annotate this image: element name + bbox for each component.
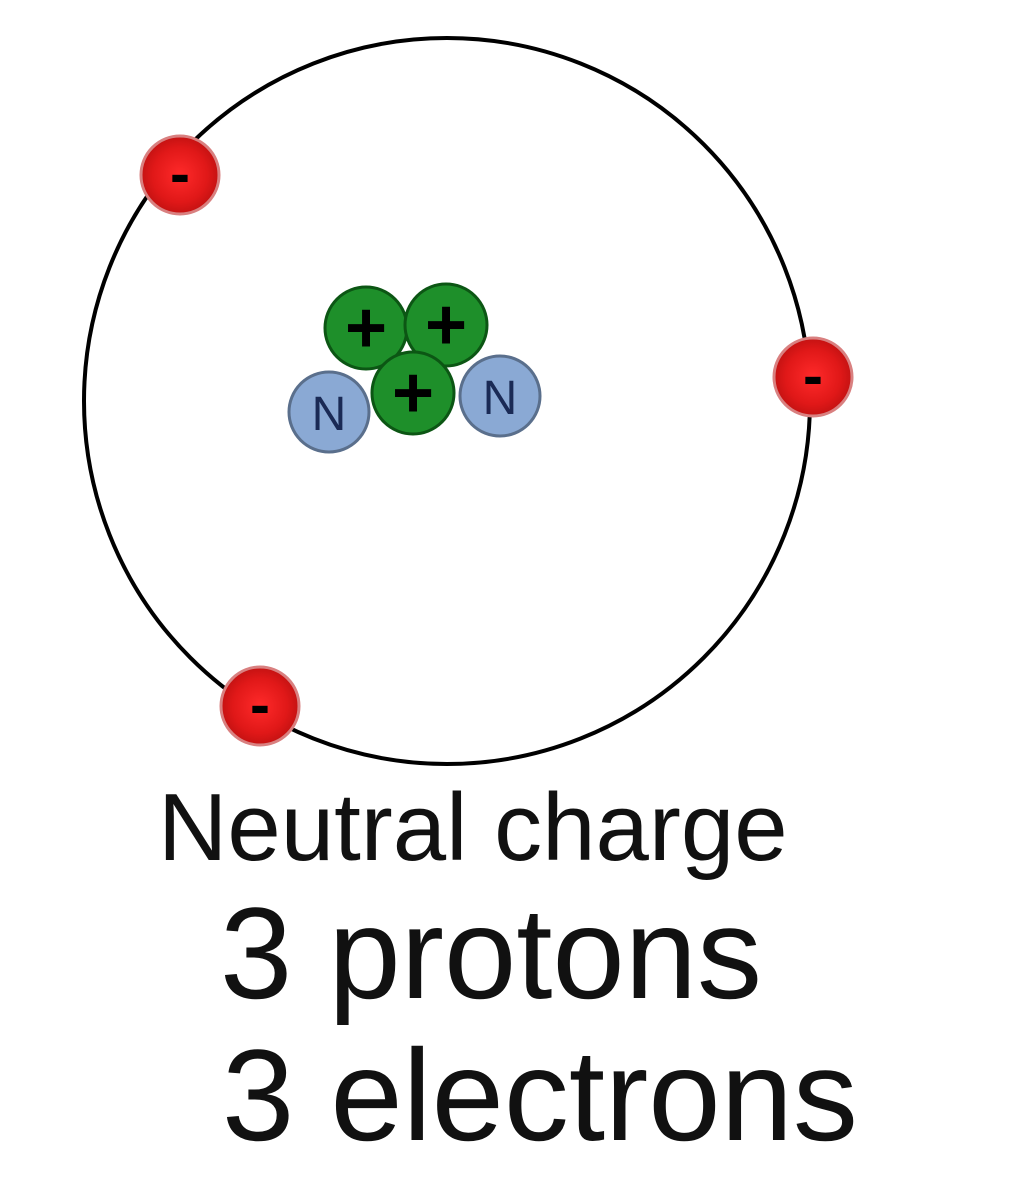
electron-label: - bbox=[250, 671, 270, 738]
neutron-left: N bbox=[287, 370, 371, 454]
proton-bottom: + bbox=[370, 350, 456, 436]
proton-label: + bbox=[345, 288, 387, 368]
electron-right: - bbox=[772, 336, 854, 418]
neutron-label: N bbox=[312, 388, 347, 441]
neutron-label: N bbox=[483, 372, 518, 425]
caption-title: Neutral charge bbox=[158, 774, 788, 881]
caption-protons: 3 protons bbox=[220, 880, 763, 1026]
proton-label: + bbox=[392, 353, 434, 433]
neutron-right: N bbox=[458, 354, 542, 438]
electron-bottom-left: - bbox=[219, 665, 301, 747]
electron-label: - bbox=[170, 140, 190, 207]
electron-label: - bbox=[803, 342, 823, 409]
proton-label: + bbox=[425, 285, 467, 365]
proton-top-right: + bbox=[403, 282, 489, 368]
nucleus: N N + + + bbox=[287, 282, 542, 454]
proton-top-left: + bbox=[323, 285, 409, 371]
caption-electrons: 3 electrons bbox=[222, 1022, 858, 1168]
electron-top-left: - bbox=[139, 134, 221, 216]
